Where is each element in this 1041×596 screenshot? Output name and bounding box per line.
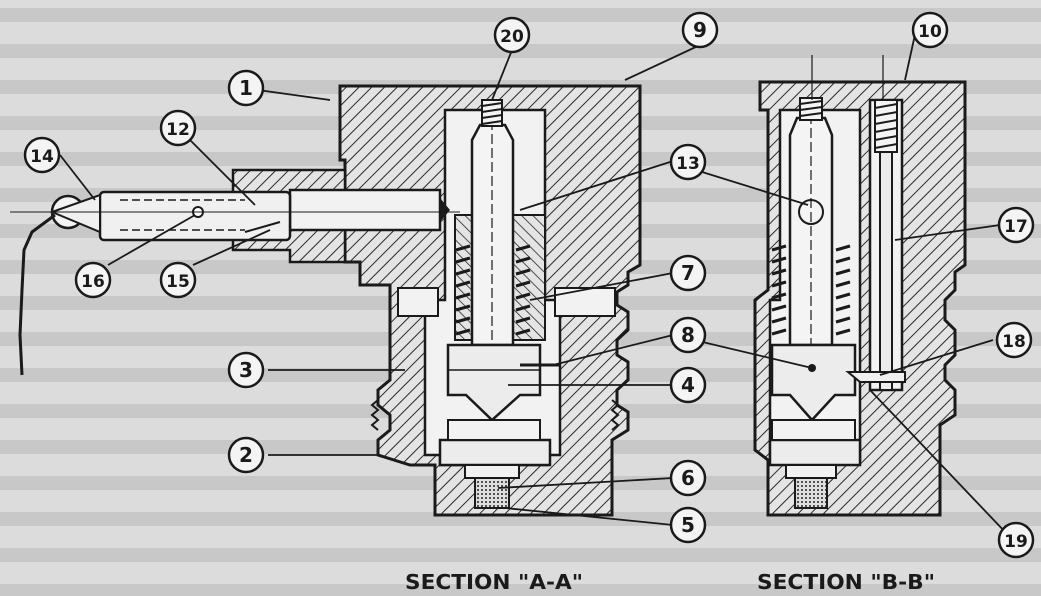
callout-10: 10 — [911, 11, 949, 49]
callout-9: 9 — [681, 11, 719, 49]
callout-label: 3 — [239, 358, 253, 382]
callout-label: 8 — [681, 323, 695, 347]
section-a-a — [10, 84, 642, 517]
caption-section-a: SECTION "A-A" — [405, 570, 583, 594]
callout-14: 14 — [23, 136, 61, 174]
spring-part-7 — [455, 244, 531, 336]
callout-label: 18 — [1002, 332, 1026, 352]
callout-19: 19 — [997, 521, 1035, 559]
callout-3: 3 — [227, 351, 265, 389]
poppet-part-4 — [446, 343, 542, 422]
callout-label: 9 — [693, 18, 707, 42]
filter-part-5 — [474, 477, 510, 509]
callout-20: 20 — [493, 16, 531, 54]
screw-part-20 — [481, 99, 503, 127]
callout-label: 4 — [681, 373, 695, 397]
callout-label: 2 — [239, 443, 253, 467]
callout-label: 10 — [918, 22, 942, 42]
callout-label: 14 — [30, 147, 54, 167]
rod-part-17 — [879, 149, 893, 391]
section-b-b — [753, 55, 967, 517]
callout-label: 5 — [681, 513, 695, 537]
callout-18: 18 — [995, 321, 1033, 359]
callout-label: 19 — [1004, 532, 1028, 552]
callout-12: 12 — [159, 109, 197, 147]
callout-label: 20 — [500, 27, 524, 47]
callout-label: 15 — [166, 272, 190, 292]
callout-4: 4 — [669, 366, 707, 404]
callout-label: 13 — [676, 154, 700, 174]
cam-part-18 — [845, 371, 906, 383]
callout-label: 17 — [1004, 217, 1028, 237]
callout-7: 7 — [669, 254, 707, 292]
callout-label: 1 — [239, 76, 253, 100]
callout-1: 1 — [227, 69, 265, 107]
callout-13: 13 — [669, 143, 707, 181]
callout-label: 6 — [681, 466, 695, 490]
callout-label: 16 — [81, 272, 105, 292]
callout-6: 6 — [669, 459, 707, 497]
caption-section-b: SECTION "B-B" — [757, 570, 935, 594]
spring-clip-part-15 — [244, 221, 281, 233]
callout-5: 5 — [669, 506, 707, 544]
callout-8: 8 — [669, 316, 707, 354]
callout-label: 7 — [681, 261, 695, 285]
callout-15: 15 — [159, 261, 197, 299]
callout-label: 12 — [166, 120, 190, 140]
callout-16: 16 — [74, 261, 112, 299]
callout-17: 17 — [997, 206, 1035, 244]
screw-part-10 — [874, 99, 898, 153]
pull-wire — [18, 213, 56, 376]
callout-2: 2 — [227, 436, 265, 474]
